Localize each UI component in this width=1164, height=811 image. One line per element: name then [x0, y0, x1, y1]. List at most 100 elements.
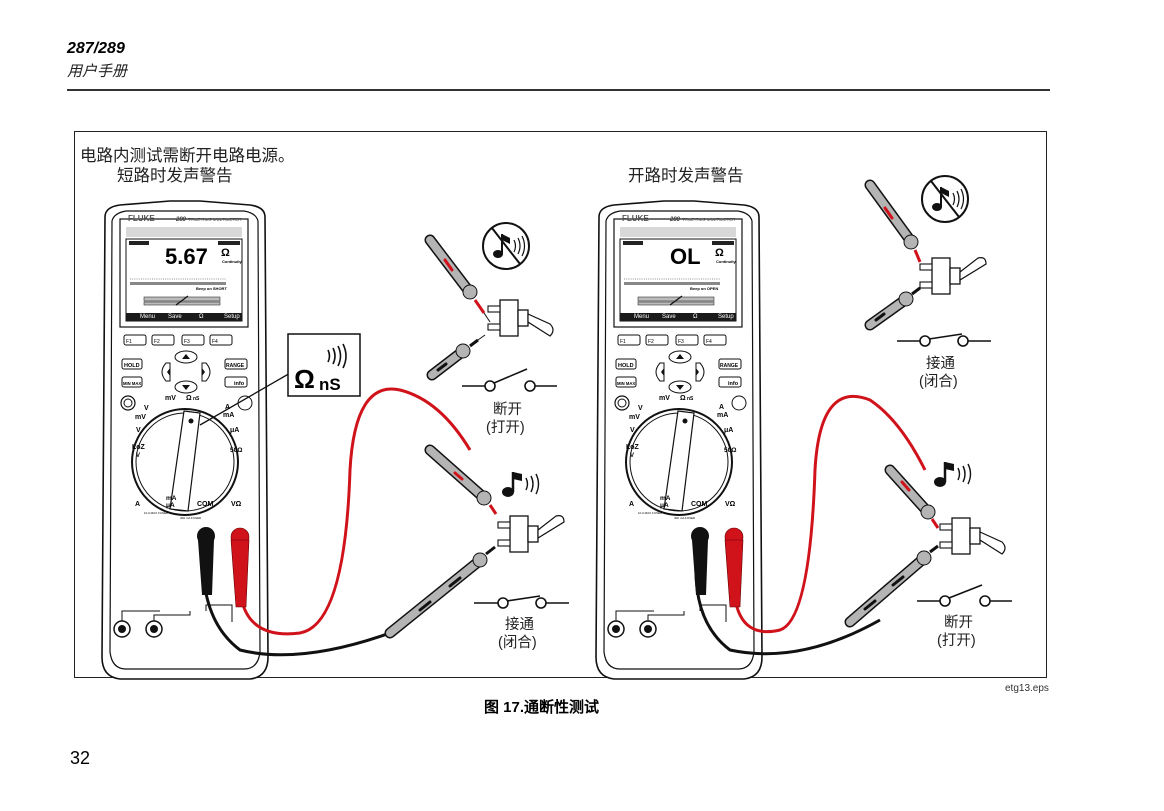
- left-jack-ma-label: mA: [166, 495, 177, 502]
- right-range-button[interactable]: RANGE: [720, 363, 739, 369]
- right-softkey-ohm[interactable]: Ω: [693, 314, 698, 320]
- left-softkey-save[interactable]: Save: [168, 314, 182, 320]
- right-model-desc: TRUE RMS MULTIMETER: [682, 217, 736, 222]
- right-closed-sublabel: (闭合): [919, 373, 958, 390]
- right-unit: Ω: [715, 247, 724, 259]
- beep-icon: [502, 472, 540, 497]
- left-note-beep-short: 短路时发声警告: [117, 166, 233, 185]
- left-dial-mv-ac: mV: [135, 414, 146, 421]
- probe-right-black-open: [844, 544, 939, 628]
- callout-box: [287, 333, 361, 397]
- right-note-beep-open: 开路时发声警告: [628, 166, 744, 185]
- no-beep-icon: [482, 222, 530, 270]
- left-jack-com-label: COM: [197, 501, 214, 508]
- left-jack-vohm-label: VΩ: [231, 501, 242, 508]
- open-switch-symbol: [462, 368, 557, 392]
- right-minmax-button[interactable]: MIN MAX: [617, 381, 635, 386]
- left-softkey-menu[interactable]: Menu: [140, 314, 155, 320]
- left-model-desc: TRUE RMS MULTIMETER: [188, 217, 242, 222]
- beep-icon: [934, 462, 972, 487]
- right-open-label: 断开: [944, 614, 973, 631]
- left-jack-ua-label: μA: [166, 502, 175, 509]
- left-jack-a-label: A: [135, 501, 140, 508]
- left-dial-ma: mA: [223, 412, 234, 419]
- left-closed-sublabel: (闭合): [498, 634, 537, 651]
- left-dial-mv-dc: mV: [165, 395, 176, 402]
- left-softkey-ohm[interactable]: Ω: [199, 314, 204, 320]
- left-f4-key[interactable]: F4: [212, 339, 218, 345]
- probe-left-red-closed: [424, 444, 498, 515]
- left-open-label: 断开: [493, 401, 522, 418]
- left-hold-button[interactable]: HOLD: [124, 363, 140, 369]
- callout-ohm-symbol: Ω: [294, 364, 315, 394]
- figure-frame: [74, 131, 1047, 678]
- right-jack-ma-label: mA: [660, 495, 671, 502]
- right-softkey-menu[interactable]: Menu: [634, 314, 649, 320]
- left-open-toggle-switch: [487, 299, 554, 337]
- left-brand: FLUKE: [128, 214, 155, 223]
- probe-right-red-open: [884, 464, 940, 529]
- right-brand: FLUKE: [622, 214, 649, 223]
- callout-ns-label: nS: [319, 375, 341, 394]
- right-dial-ohm: Ω: [680, 395, 686, 402]
- right-red-lead: [724, 394, 927, 634]
- left-model: 289: [175, 217, 187, 223]
- right-hold-button[interactable]: HOLD: [618, 363, 634, 369]
- left-closed-toggle-switch: [497, 515, 565, 553]
- right-softkey-save[interactable]: Save: [662, 314, 676, 320]
- left-range-button[interactable]: RANGE: [226, 363, 245, 369]
- left-dial-ohm: Ω: [186, 395, 192, 402]
- right-dial-mv-ac: mV: [629, 414, 640, 421]
- right-dial-ma: mA: [717, 412, 728, 419]
- left-f1-key[interactable]: F1: [126, 339, 132, 345]
- closed-switch-symbol: [474, 595, 569, 609]
- left-info-button[interactable]: info: [234, 381, 245, 387]
- open-switch-symbol: [917, 584, 1012, 607]
- manual-subtitle: 用户手册: [67, 63, 128, 80]
- right-dial-a: A: [719, 404, 724, 411]
- no-beep-icon: [921, 175, 969, 223]
- probe-left-red-open: [424, 234, 491, 323]
- right-f1-key[interactable]: F1: [620, 339, 626, 345]
- left-reading: 5.67: [165, 244, 208, 269]
- left-dial-ns: nS: [193, 396, 200, 402]
- probe-left-black-open: [426, 334, 486, 381]
- left-open-sublabel: (打开): [486, 419, 525, 436]
- left-mode-label: Continuity: [222, 259, 243, 264]
- right-open-toggle-switch: [939, 517, 1006, 555]
- probe-right-black-closed: [864, 286, 921, 331]
- probe-right-red-closed: [864, 179, 922, 263]
- left-fused-10a: 10 A MAX FUSED: [144, 511, 169, 515]
- left-dial-ua: μA: [230, 427, 239, 434]
- left-unit: Ω: [221, 247, 230, 259]
- right-black-lead: [691, 527, 881, 656]
- right-f2-key[interactable]: F2: [648, 339, 654, 345]
- right-dial-loz-v: V: [630, 453, 634, 459]
- beeper-icon: [327, 343, 347, 369]
- left-fused-400ma: 400 mA FUSED: [180, 516, 202, 520]
- left-f2-key[interactable]: F2: [154, 339, 160, 345]
- left-minmax-button[interactable]: MIN MAX: [123, 381, 141, 386]
- right-open-sublabel: (打开): [937, 632, 976, 649]
- right-dial-loz: LoZ: [626, 444, 640, 451]
- left-softkey-setup[interactable]: Setup: [224, 314, 240, 320]
- page-number: 32: [70, 748, 91, 768]
- right-dial-mv-dc: mV: [659, 395, 670, 402]
- right-f3-key[interactable]: F3: [678, 339, 684, 345]
- figure-caption: 图 17.通断性测试: [484, 699, 600, 716]
- figure-file-id: etg13.eps: [1005, 683, 1049, 694]
- left-dial-loz-v: V: [136, 453, 140, 459]
- right-jack-ua-label: μA: [660, 502, 669, 509]
- right-closed-toggle-switch: [919, 257, 987, 295]
- right-softkey-setup[interactable]: Setup: [718, 314, 734, 320]
- right-f4-key[interactable]: F4: [706, 339, 712, 345]
- header-divider: [67, 89, 1050, 91]
- right-info-button[interactable]: info: [728, 381, 739, 387]
- left-beep-text: Beep on SHORT: [196, 286, 227, 291]
- right-dial-ua: μA: [724, 427, 733, 434]
- left-f3-key[interactable]: F3: [184, 339, 190, 345]
- right-dial-ns: nS: [687, 396, 694, 402]
- right-fused-10a: 10 A MAX FUSED: [638, 511, 663, 515]
- callout-leader: [199, 371, 293, 426]
- right-closed-label: 接通: [926, 355, 955, 372]
